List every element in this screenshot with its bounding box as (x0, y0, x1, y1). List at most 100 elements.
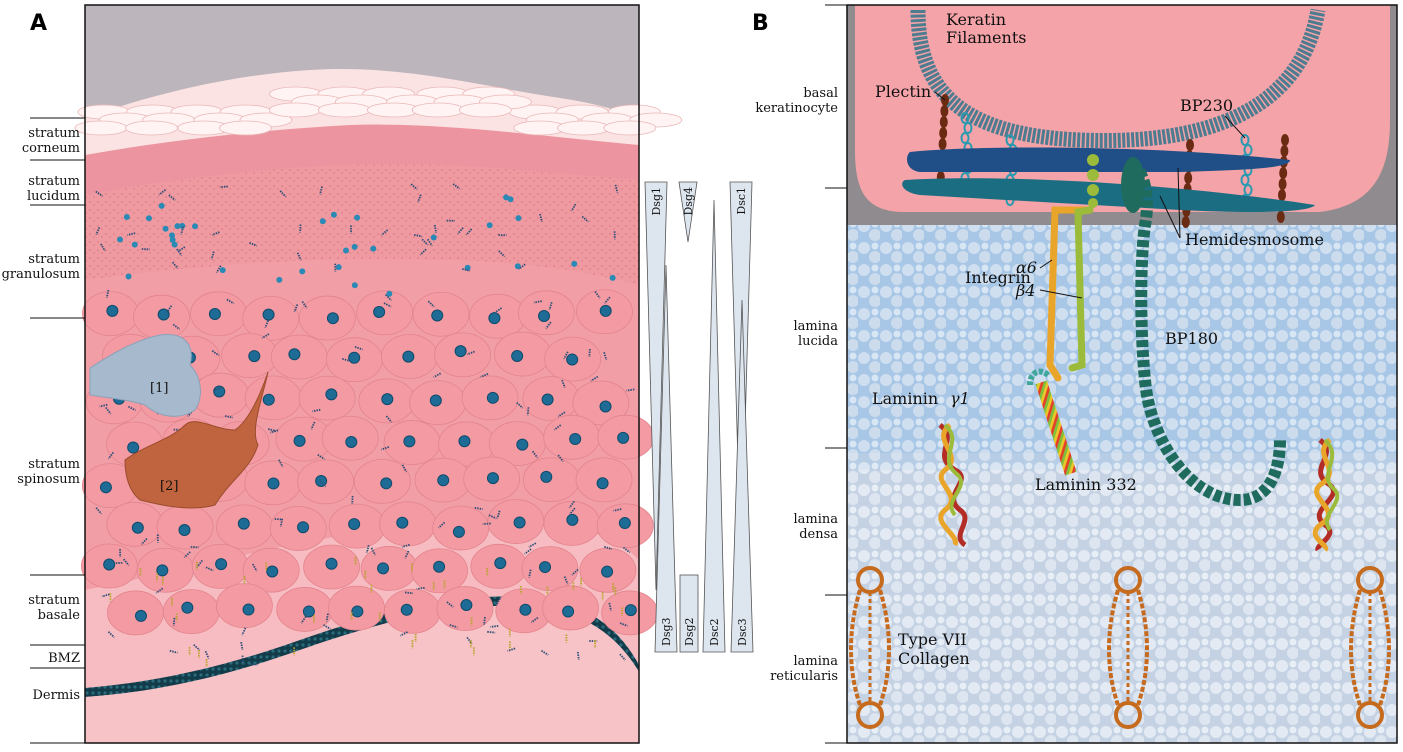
nucleus (541, 471, 552, 482)
marker-2: [2] (160, 479, 178, 494)
plectin-bead (1279, 167, 1287, 179)
layer-labels-a: stratum corneum stratum lucidum stratum … (2, 118, 85, 743)
nucleus (512, 350, 523, 361)
corneum-cell (459, 103, 511, 117)
nucleus (514, 517, 525, 528)
plectin-bead (1186, 139, 1194, 151)
nucleus (326, 389, 337, 400)
layer-a-4-line1: stratum (28, 593, 80, 608)
layer-a-0-line2: corneum (22, 141, 80, 156)
granule-nucleus (299, 268, 305, 274)
nucleus (104, 559, 115, 570)
layer-b-0-line2: keratinocyte (755, 101, 838, 116)
nucleus (495, 558, 506, 569)
nucleus (570, 433, 581, 444)
plectin-bead (1184, 172, 1192, 184)
corneum-cell (220, 121, 272, 135)
nucleus (520, 604, 531, 615)
panel-b-letter: B (752, 11, 769, 36)
granule-nucleus (610, 275, 616, 281)
granule-nucleus (174, 223, 180, 229)
layer-a-3-line1: stratum (28, 457, 80, 472)
nucleus (403, 351, 414, 362)
nucleus (349, 519, 360, 530)
plectin-bead (1279, 178, 1287, 190)
nucleus (267, 566, 278, 577)
nucleus (381, 478, 392, 489)
nucleus (542, 394, 553, 405)
granule-nucleus (163, 226, 169, 232)
nucleus (438, 475, 449, 486)
beta4-label: β4 (1015, 281, 1035, 300)
nucleus (294, 435, 305, 446)
plectin-bead (1278, 189, 1286, 201)
dsg3-label: Dsg3 (660, 617, 673, 646)
nucleus (349, 352, 360, 363)
nucleus (132, 522, 143, 533)
granule-nucleus (320, 218, 326, 224)
nucleus (352, 606, 363, 617)
nucleus (238, 518, 249, 529)
granule-nucleus (352, 282, 358, 288)
plectin-bead (1281, 134, 1289, 146)
nucleus (327, 313, 338, 324)
nucleus (563, 606, 574, 617)
granule-nucleus (276, 277, 282, 283)
nucleus (619, 518, 630, 529)
granule-nucleus (370, 246, 376, 252)
granule-nucleus (571, 261, 577, 267)
dsg2-label: Dsg2 (683, 617, 696, 646)
nucleus (600, 401, 611, 412)
layer-b-3-line1: lamina (793, 654, 838, 669)
nucleus (268, 478, 279, 489)
nucleus (209, 309, 220, 320)
nucleus (430, 395, 441, 406)
granule-nucleus (508, 196, 514, 202)
nucleus (263, 309, 274, 320)
corneum-cell (75, 121, 127, 135)
nucleus (378, 563, 389, 574)
granule-nucleus (159, 203, 165, 209)
keratinocyte-cell (107, 591, 163, 635)
granule-nucleus (124, 214, 130, 220)
dsc2-gradient (703, 200, 725, 652)
panel-a-letter: A (30, 11, 47, 36)
nucleus (597, 478, 608, 489)
granule-nucleus (146, 215, 152, 221)
nucleus (263, 394, 274, 405)
layer-b-1-line1: lamina (793, 319, 838, 334)
nucleus (382, 394, 393, 405)
dsc1-label: Dsc1 (735, 187, 748, 215)
corneum-cell (367, 103, 419, 117)
plectin-bead (1280, 145, 1288, 157)
nucleus (432, 310, 443, 321)
nucleus (100, 482, 111, 493)
nucleus (249, 351, 260, 362)
nucleus (182, 602, 193, 613)
corneum-cell (126, 121, 178, 135)
nucleus (216, 559, 227, 570)
dsg1-label: Dsg1 (650, 187, 663, 216)
nucleus (179, 524, 190, 535)
bmz-label: BMZ (48, 651, 80, 666)
nucleus (298, 522, 309, 533)
granule-nucleus (132, 242, 138, 248)
corneum-cell (604, 121, 656, 135)
granule-nucleus (331, 212, 337, 218)
nucleus (107, 305, 118, 316)
nucleus (517, 439, 528, 450)
granule-nucleus (352, 244, 358, 250)
nucleus (157, 565, 168, 576)
marker-1: [1] (150, 381, 168, 396)
nucleus (128, 442, 139, 453)
bp230-label: BP230 (1180, 96, 1233, 115)
nucleus (540, 562, 551, 573)
nucleus (346, 436, 357, 447)
nucleus (487, 392, 498, 403)
granule-nucleus (220, 267, 226, 273)
layer-a-3-line2: spinosum (17, 472, 80, 487)
layer-b-1-line2: lucida (798, 334, 838, 349)
granule-nucleus (515, 215, 521, 221)
granule-nucleus (386, 291, 392, 297)
